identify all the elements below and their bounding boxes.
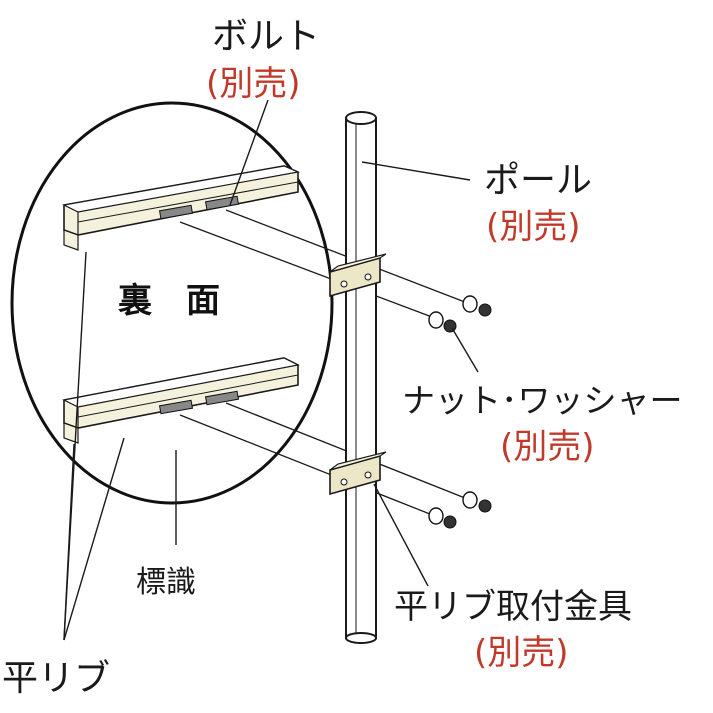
leader-rib-2 bbox=[63, 437, 125, 641]
nut-washer-lower-left bbox=[428, 507, 457, 529]
flat-rib-lower bbox=[62, 357, 300, 444]
leader-nut-washer bbox=[451, 327, 479, 373]
label-bracket-note: (別売) bbox=[474, 633, 569, 673]
label-bolt-note: (別売) bbox=[206, 64, 301, 104]
label-bracket: 平リブ取付金具 bbox=[394, 587, 632, 627]
label-nut-washer-note: (別売) bbox=[500, 427, 595, 467]
leader-bracket bbox=[373, 483, 429, 587]
nut-washer-lower-right bbox=[462, 491, 492, 513]
bolt-lower-right bbox=[204, 390, 240, 406]
leader-pole bbox=[361, 161, 471, 181]
leader-lines bbox=[63, 99, 479, 641]
label-back-side: 裏 面 bbox=[118, 281, 220, 321]
label-nut-washer: ナット･ワッシャー bbox=[402, 381, 683, 420]
bracket-lower bbox=[329, 451, 387, 496]
label-pole: ポール bbox=[484, 160, 592, 201]
label-bolt: ボルト bbox=[212, 16, 320, 57]
leader-bolt bbox=[229, 99, 269, 206]
label-flat-rib: 平リブ bbox=[2, 658, 110, 699]
bolt-upper-left bbox=[158, 204, 194, 220]
bolt-lower-left bbox=[158, 399, 194, 415]
label-pole-note: (別売) bbox=[486, 207, 581, 247]
bracket-upper bbox=[329, 253, 387, 298]
pole bbox=[345, 111, 377, 644]
nut-washer-upper-right bbox=[462, 295, 492, 317]
leader-rib-3 bbox=[63, 443, 75, 641]
label-sign: 標識 bbox=[136, 565, 196, 600]
bolt-upper-right bbox=[204, 195, 240, 211]
